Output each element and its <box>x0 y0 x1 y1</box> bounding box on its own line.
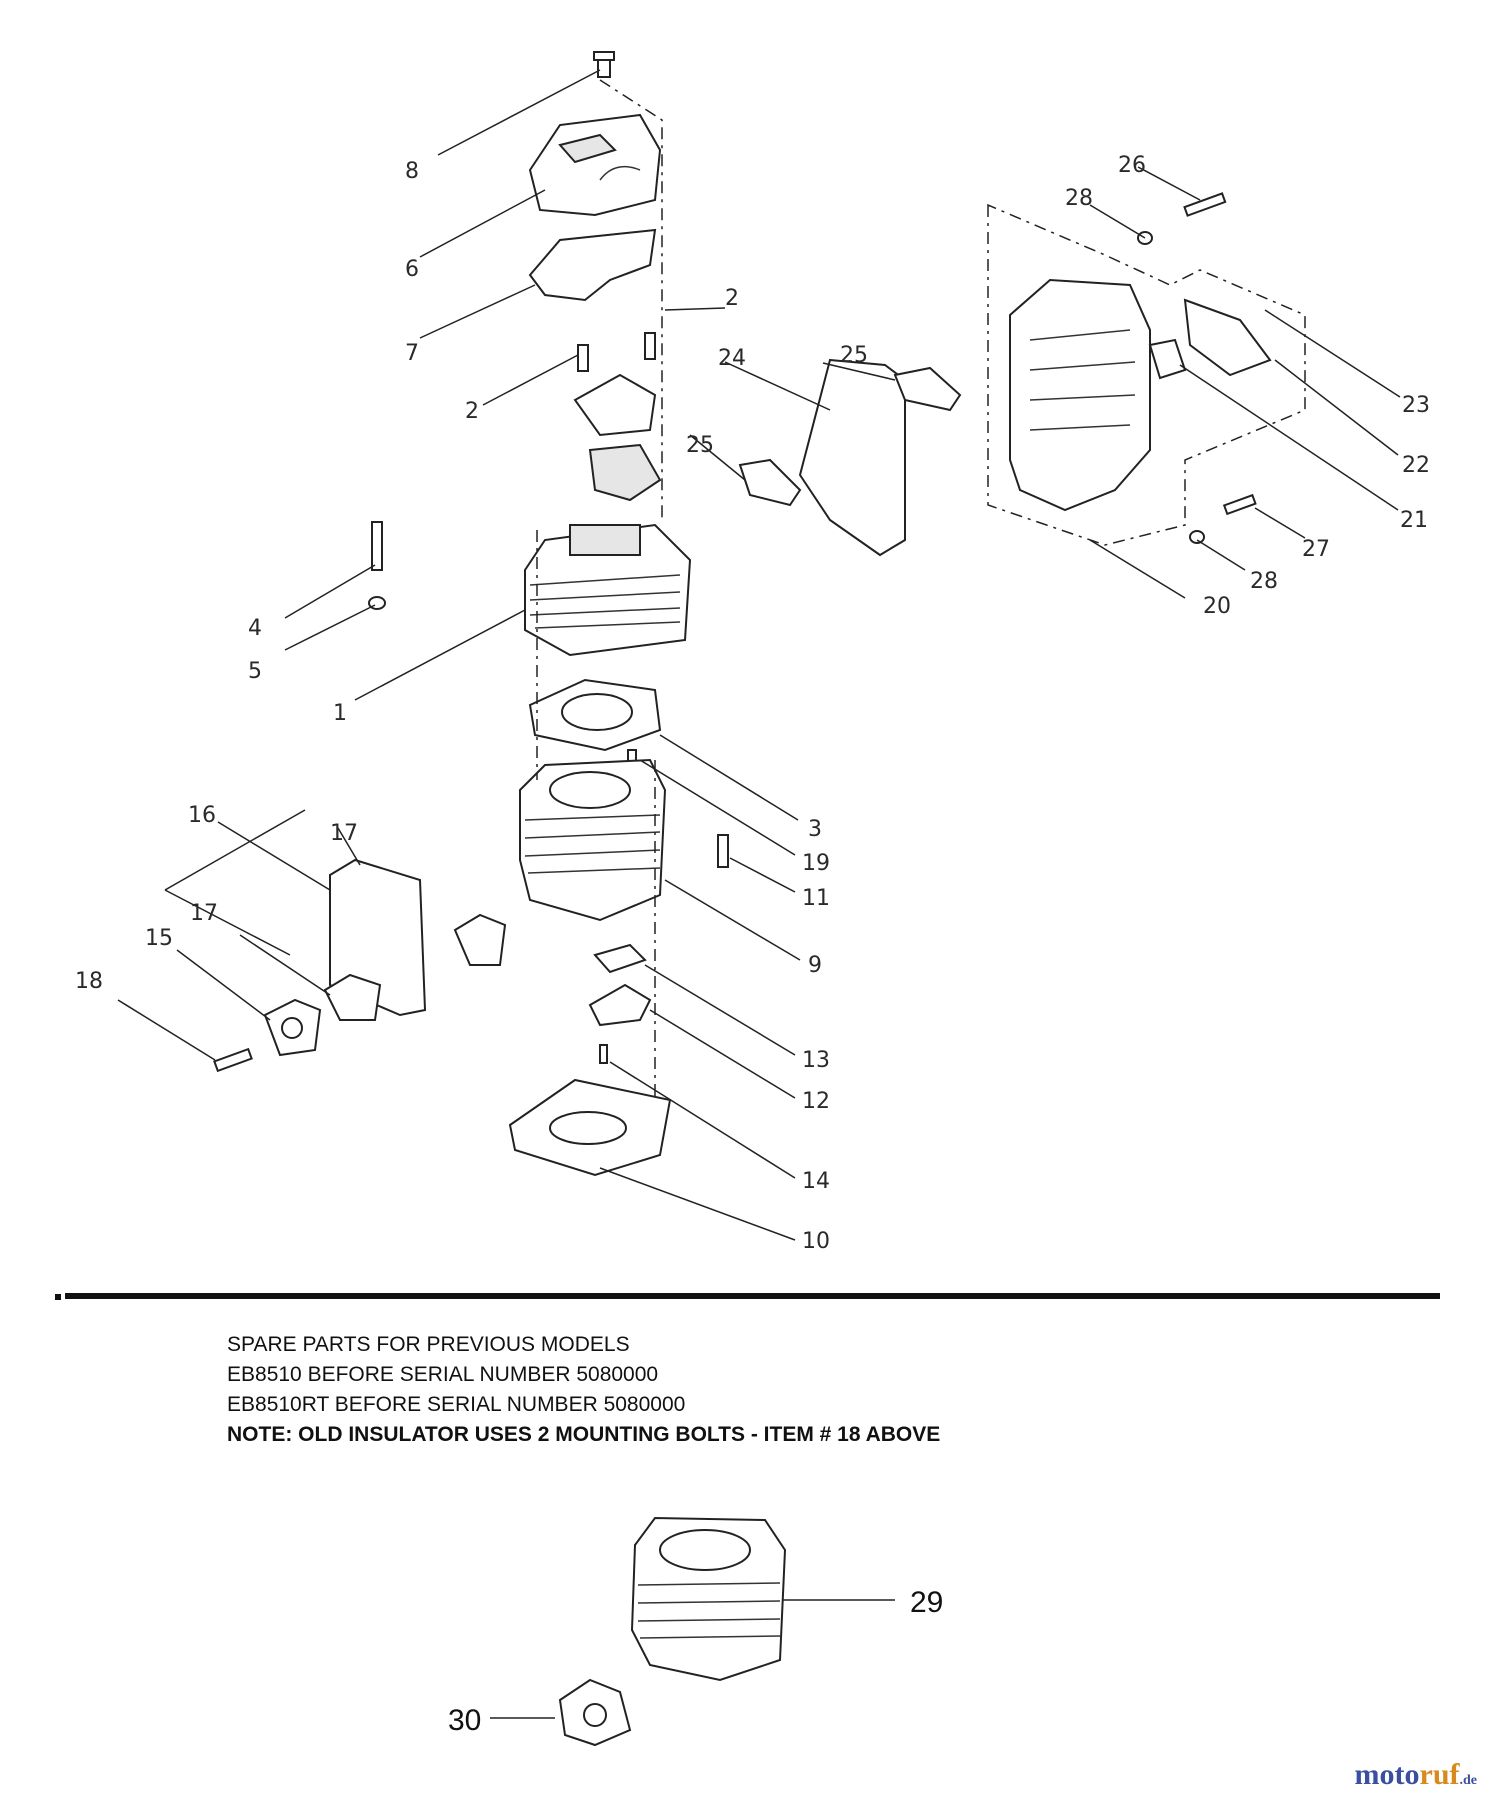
callout-17b: 17 <box>190 901 218 926</box>
part-22-gasket <box>1183 298 1272 377</box>
gasket-bore <box>561 693 633 731</box>
brand-name-part1: moto <box>1354 1758 1420 1791</box>
callout-24: 24 <box>718 346 746 371</box>
base-gasket-bore <box>549 1111 627 1145</box>
callout-11: 11 <box>802 886 830 911</box>
alignment-line-top <box>599 79 663 520</box>
callout-15: 15 <box>145 926 173 951</box>
part-28-washer-b <box>1189 530 1205 544</box>
cylinder-alignment-line <box>536 530 656 1100</box>
part-12-deflector <box>588 983 652 1027</box>
intake-group-outline <box>164 809 306 956</box>
brand-tld: .de <box>1459 1773 1478 1788</box>
part-7-gasket <box>528 228 657 302</box>
part-30-old-insulator <box>558 1678 632 1747</box>
callout-20: 20 <box>1203 594 1231 619</box>
part-2-bolt-a <box>577 344 589 372</box>
callout-17a: 17 <box>330 821 358 846</box>
callout-16: 16 <box>188 803 216 828</box>
callout-27: 27 <box>1302 537 1330 562</box>
part-9-cylinder <box>519 758 667 922</box>
callout-19: 19 <box>802 851 830 876</box>
part-8-bolt <box>593 51 615 78</box>
callout-23: 23 <box>1402 393 1430 418</box>
callout-30: 30 <box>448 1704 481 1737</box>
callout-9: 9 <box>808 953 822 978</box>
part-26-bolt <box>1183 192 1227 217</box>
part-27-bolt <box>1222 493 1257 516</box>
callout-25b: 25 <box>686 433 714 458</box>
callout-3: 3 <box>808 817 822 842</box>
notes-line-2: EB8510 BEFORE SERIAL NUMBER 5080000 <box>227 1363 659 1386</box>
callout-4: 4 <box>248 616 262 641</box>
callout-14: 14 <box>802 1169 830 1194</box>
callout-8: 8 <box>405 159 419 184</box>
callout-12: 12 <box>802 1089 830 1114</box>
notes-line-1: SPARE PARTS FOR PREVIOUS MODELS <box>227 1333 630 1356</box>
callout-26: 26 <box>1118 153 1146 178</box>
part-29-old-cylinder <box>630 1516 787 1682</box>
callout-28b: 28 <box>1250 569 1278 594</box>
callout-29: 29 <box>910 1586 943 1619</box>
callout-25a: 25 <box>840 343 868 368</box>
callout-6: 6 <box>405 257 419 282</box>
leader-lines <box>117 69 1401 1241</box>
part-4-bolt <box>371 521 383 571</box>
part-14-screw <box>599 1044 608 1064</box>
callout-21: 21 <box>1400 508 1428 533</box>
callout-18: 18 <box>75 969 103 994</box>
callout-28a: 28 <box>1065 186 1093 211</box>
part-17-gasket-b <box>323 973 382 1021</box>
part-1-cylinder-head <box>524 523 692 657</box>
callout-2a: 2 <box>725 286 739 311</box>
rocker-assembly <box>573 373 662 502</box>
part-25-gasket-a <box>893 366 962 412</box>
callout-2b: 2 <box>465 399 479 424</box>
part-6-head-cover <box>528 113 662 217</box>
part-15-insulator <box>263 998 322 1057</box>
part-17-gasket-a <box>453 913 507 966</box>
part-2-bolt-b <box>644 332 656 360</box>
previous-models-notes: SPARE PARTS FOR PREVIOUS MODELS EB8510 B… <box>227 1330 940 1450</box>
callout-5: 5 <box>248 659 262 684</box>
part-11-bolt <box>717 834 729 868</box>
part-24-heat-shield <box>798 358 906 557</box>
callout-13: 13 <box>802 1048 830 1073</box>
part-21-screen <box>1148 338 1187 380</box>
part-13-gasket <box>593 943 647 974</box>
callout-22: 22 <box>1402 453 1430 478</box>
part-25-gasket-b <box>738 458 802 507</box>
notes-line-3: EB8510RT BEFORE SERIAL NUMBER 5080000 <box>227 1393 686 1416</box>
part-18-bolt <box>213 1047 253 1073</box>
part-20-muffler <box>1009 278 1151 512</box>
callout-10: 10 <box>802 1229 830 1254</box>
muffler-group-outline <box>987 203 1306 546</box>
callout-labels: 8 6 7 2 2 4 5 1 24 25 25 26 28 23 22 21 … <box>75 153 1430 1254</box>
callout-1: 1 <box>333 701 347 726</box>
brand-logo: motoruf.de <box>1355 1758 1477 1792</box>
brand-name-part2: ruf <box>1419 1758 1460 1791</box>
notes-line-4: NOTE: OLD INSULATOR USES 2 MOUNTING BOLT… <box>227 1423 941 1446</box>
section-divider-dot <box>55 1294 61 1300</box>
callout-7: 7 <box>405 341 419 366</box>
section-divider <box>65 1293 1440 1299</box>
